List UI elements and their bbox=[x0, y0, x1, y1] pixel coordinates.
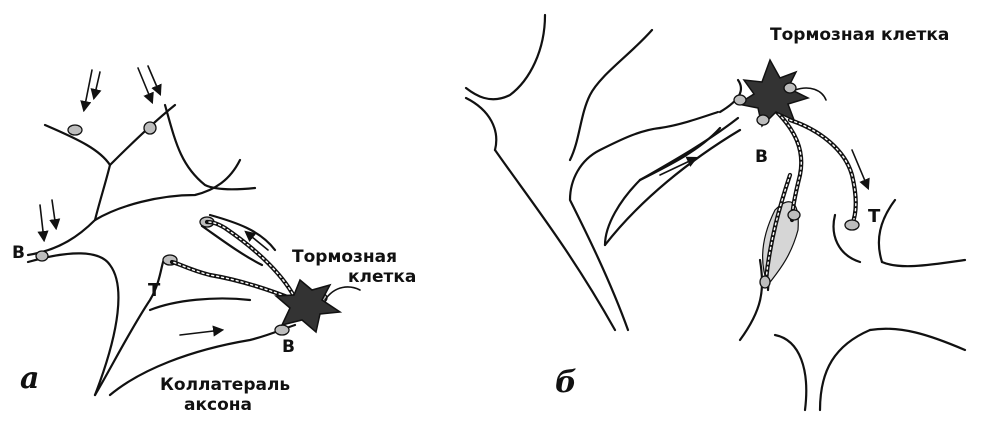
panel-a-inhibitory-label-1: Тормозная bbox=[292, 247, 397, 267]
panel-a-inhibitory-axons bbox=[172, 222, 295, 300]
panel-a-collateral-label-1: Коллатераль bbox=[160, 375, 290, 395]
synapse-terminal bbox=[36, 251, 48, 261]
panel-a-label-t: Т bbox=[148, 280, 161, 301]
panel-a-label-v-left: В bbox=[12, 243, 25, 263]
panel-b-inhibitory-label: Тормозная клетка bbox=[770, 25, 949, 45]
panel-b-inhibitory-cell bbox=[738, 60, 808, 126]
panel-b-label-t: Т bbox=[868, 206, 881, 227]
panel-a: Тормозная клетка Т В В Коллатераль аксон… bbox=[12, 66, 416, 415]
panel-b-main-neuron bbox=[466, 15, 720, 330]
panel-b: Тормозная клетка В Т б bbox=[466, 15, 965, 410]
synapse-terminal bbox=[784, 83, 796, 93]
panel-a-inhibitory-cell bbox=[276, 280, 340, 332]
synapse-terminal bbox=[788, 210, 800, 220]
panel-b-label-v: В bbox=[755, 147, 768, 167]
panel-b-letter: б bbox=[555, 365, 577, 400]
synapse-terminal bbox=[757, 115, 769, 125]
synapse-terminal bbox=[275, 325, 289, 335]
synapse-terminal bbox=[144, 122, 156, 134]
synapse-terminal bbox=[734, 95, 746, 105]
panel-a-inhibitory-label-2: клетка bbox=[348, 267, 416, 287]
panel-a-label-v-bottom: В bbox=[282, 337, 295, 357]
synapse-terminal bbox=[760, 276, 770, 288]
synapse-terminal bbox=[845, 220, 859, 230]
synapse-terminal bbox=[68, 125, 82, 135]
panel-a-letter: а bbox=[20, 361, 39, 396]
panel-a-collateral-label-2: аксона bbox=[184, 395, 252, 415]
